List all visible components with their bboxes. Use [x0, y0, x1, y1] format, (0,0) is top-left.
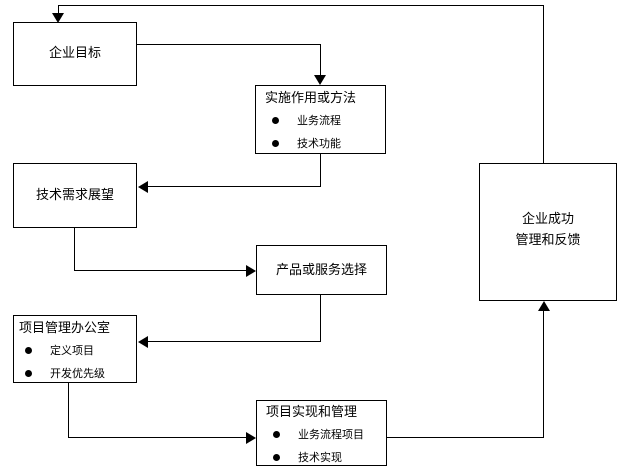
- arrow-into-enterprise-success: [538, 301, 550, 311]
- bullet-dot-icon: [25, 346, 32, 354]
- arrow-into-tech-requirement-outlook: [138, 181, 148, 193]
- bullet-dot-icon: [273, 453, 280, 461]
- connector-method-to-outlook-horiz: [148, 186, 321, 187]
- connector-pmo-to-impl-horiz: [68, 437, 249, 438]
- connector-pmo-to-impl-vert: [68, 383, 69, 437]
- arrow-into-project-management-office: [138, 336, 148, 348]
- node-product-service-selection[interactable]: 产品或服务选择: [256, 245, 387, 295]
- arrow-into-enterprise-goal: [52, 13, 64, 23]
- node-implementation-method-bullet-0: 业务流程: [272, 114, 341, 128]
- node-tech-requirement-outlook-title: 技术需求展望: [35, 188, 114, 203]
- arrow-into-project-implementation: [246, 432, 256, 444]
- node-enterprise-success-title-line1: 企业成功: [521, 212, 574, 227]
- node-project-management-office[interactable]: 项目管理办公室 定义项目 开发优先级: [13, 315, 137, 383]
- bullet-label: 业务流程项目: [298, 428, 364, 441]
- node-project-management-office-bullet-0: 定义项目: [25, 344, 94, 358]
- node-implementation-method[interactable]: 实施作用或方法 业务流程 技术功能: [255, 85, 386, 154]
- bullet-label: 技术实现: [298, 451, 342, 464]
- node-implementation-method-title: 实施作用或方法: [265, 91, 357, 106]
- connector-outlook-to-product-vert: [74, 228, 75, 270]
- connector-success-to-goal-vert-left: [58, 5, 59, 17]
- bullet-dot-icon: [272, 116, 279, 124]
- node-project-implementation-bullet-1: 技术实现: [273, 451, 342, 465]
- arrow-into-implementation-method: [314, 75, 326, 85]
- node-project-implementation-management[interactable]: 项目实现和管理 业务流程项目 技术实现: [256, 400, 387, 466]
- connector-success-to-goal-vert-right: [543, 5, 544, 164]
- node-tech-requirement-outlook[interactable]: 技术需求展望: [13, 163, 137, 228]
- bullet-label: 定义项目: [50, 344, 94, 357]
- node-product-service-selection-title: 产品或服务选择: [275, 263, 367, 278]
- node-project-management-office-title: 项目管理办公室: [19, 321, 111, 336]
- connector-product-to-pmo-vert: [320, 295, 321, 341]
- node-project-implementation-management-title: 项目实现和管理: [266, 405, 358, 420]
- connector-goal-to-method-horiz: [136, 44, 321, 45]
- node-implementation-method-bullet-1: 技术功能: [272, 137, 341, 151]
- connector-impl-to-success-vert: [543, 310, 544, 438]
- node-project-implementation-bullet-0: 业务流程项目: [273, 428, 364, 442]
- node-project-management-office-bullet-1: 开发优先级: [25, 367, 105, 381]
- bullet-dot-icon: [25, 369, 32, 377]
- bullet-label: 技术功能: [297, 137, 341, 150]
- connector-product-to-pmo-horiz: [148, 341, 321, 342]
- connector-method-to-outlook-vert: [320, 154, 321, 187]
- connector-success-to-goal-horiz-top: [58, 5, 544, 6]
- connector-outlook-to-product-horiz: [74, 270, 249, 271]
- connector-goal-to-method-vert: [320, 44, 321, 76]
- node-enterprise-goal-title: 企业目标: [48, 46, 101, 61]
- node-enterprise-success[interactable]: 企业成功 管理和反馈: [479, 163, 617, 301]
- bullet-label: 业务流程: [297, 114, 341, 127]
- node-enterprise-goal[interactable]: 企业目标: [13, 22, 137, 86]
- bullet-label: 开发优先级: [50, 367, 105, 380]
- connector-impl-to-success-horiz: [387, 437, 544, 438]
- arrow-into-product-service-selection: [246, 265, 256, 277]
- bullet-dot-icon: [273, 430, 280, 438]
- node-enterprise-success-title-line2: 管理和反馈: [515, 233, 581, 248]
- bullet-dot-icon: [272, 139, 279, 147]
